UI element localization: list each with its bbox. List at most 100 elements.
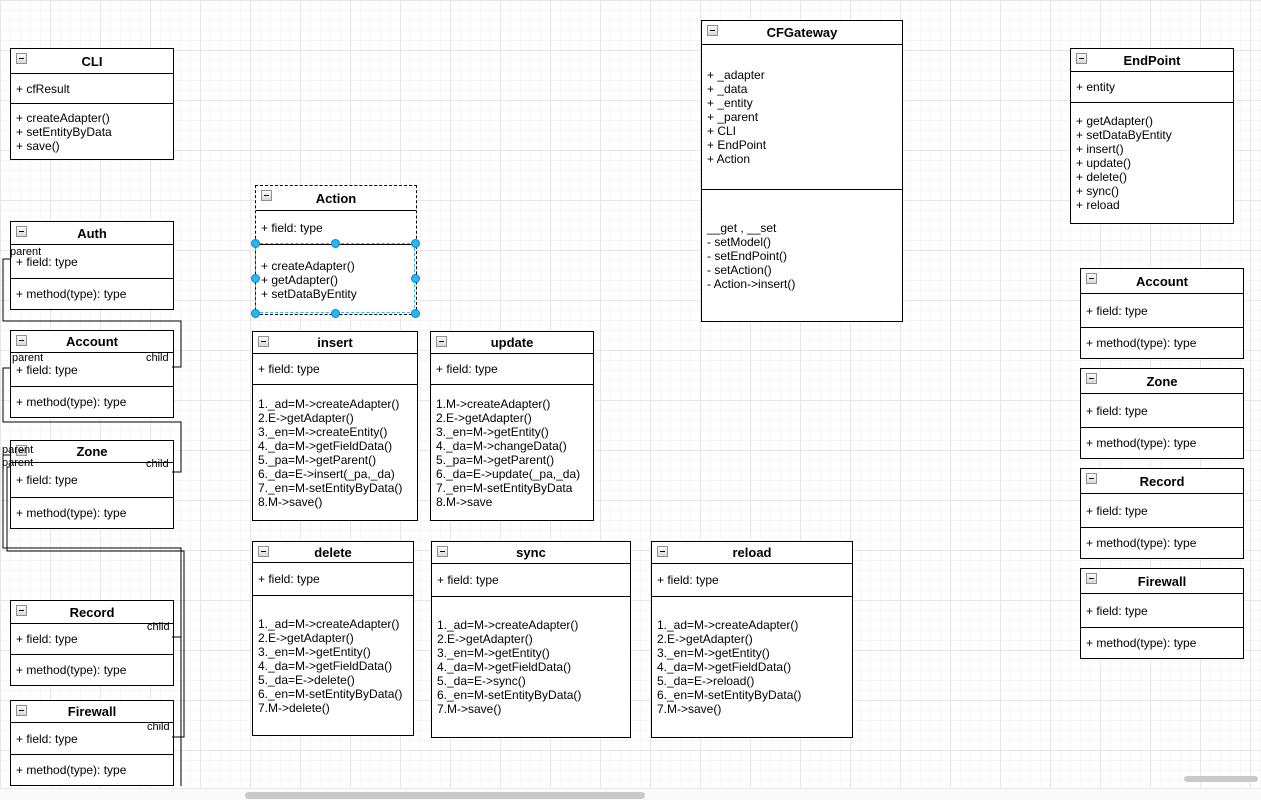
selection-handle[interactable] <box>330 308 340 318</box>
class-box-firewall-right[interactable]: Firewall + field: type + method(type): typ… <box>1080 568 1244 659</box>
class-title: EndPoint <box>1123 52 1181 68</box>
class-box-account-right[interactable]: Account+ field: type+ method(type): type <box>1080 268 1244 359</box>
collapse-minus-icon[interactable] <box>16 335 27 346</box>
class-box-zone-left[interactable]: Zone+ field: type+ method(type): type <box>10 440 174 529</box>
edge-account-parent-to-zone-child[interactable] <box>2 367 182 473</box>
method-line: + method(type): type <box>1086 636 1197 650</box>
method-line: + update() <box>1076 156 1132 170</box>
collapse-minus-icon[interactable] <box>16 705 27 716</box>
class-title-row[interactable]: Record <box>11 601 173 624</box>
collapse-minus-icon[interactable] <box>261 190 272 201</box>
edge-zone-parent-to-record-child[interactable] <box>2 454 182 638</box>
class-title: sync <box>516 545 546 560</box>
edge-auth-parent-to-account-child[interactable] <box>2 258 182 368</box>
class-title-row[interactable]: CLI <box>11 49 173 74</box>
class-title-row[interactable]: Account <box>1081 269 1243 294</box>
method-line: 8.M->save() <box>258 494 323 509</box>
selection-handle[interactable] <box>330 238 340 248</box>
class-title: Zone <box>76 444 108 459</box>
method-line: 7._en=M-setEntityByData() <box>258 480 403 495</box>
class-fields-section: + field: type <box>11 353 173 386</box>
class-title-row[interactable]: Action <box>256 186 416 211</box>
class-title: reload <box>732 545 772 560</box>
collapse-minus-icon[interactable] <box>1086 473 1097 484</box>
class-title: Auth <box>77 225 107 241</box>
method-line: 7.M->save() <box>657 702 722 716</box>
class-box-record-left[interactable]: Record+ field: type+ method(type): type <box>10 600 174 686</box>
collapse-minus-icon[interactable] <box>657 546 668 557</box>
minus-glyph <box>261 551 266 552</box>
collapse-minus-icon[interactable] <box>16 53 27 64</box>
collapse-minus-icon[interactable] <box>436 336 447 347</box>
collapse-minus-icon[interactable] <box>1086 373 1097 384</box>
collapse-minus-icon[interactable] <box>1086 273 1097 284</box>
class-box-zone-right[interactable]: Zone+ field: type+ method(type): type <box>1080 368 1244 459</box>
class-title-row[interactable]: Zone <box>11 441 173 463</box>
collapse-minus-icon[interactable] <box>437 546 448 557</box>
method-line: + insert() <box>1076 142 1124 156</box>
edge-zone-parent-to-firewall-child[interactable] <box>6 466 185 738</box>
selection-handle[interactable] <box>410 238 420 248</box>
class-title-row[interactable]: sync <box>432 542 630 564</box>
class-box-record-right[interactable]: Record+ field: type+ method(type): type <box>1080 468 1244 559</box>
selection-handle[interactable] <box>410 308 420 318</box>
class-title-row[interactable]: update <box>431 332 593 354</box>
class-box-action[interactable]: Action+ field: type+ createAdapter()+ ge… <box>255 185 417 315</box>
class-title-row[interactable]: Zone <box>1081 369 1243 394</box>
method-line: 6._en=M-setEntityByData() <box>657 688 802 702</box>
class-title: Account <box>66 334 118 349</box>
edge-label-parent: parent <box>12 352 44 364</box>
collapse-minus-icon[interactable] <box>16 445 27 456</box>
minus-glyph <box>660 551 665 552</box>
collapse-minus-icon[interactable] <box>258 336 269 347</box>
class-title-row[interactable]: Firewall <box>1081 569 1243 594</box>
class-box-cli[interactable]: CLI+ cfResult+ createAdapter()+ setEntit… <box>10 48 174 160</box>
collapse-minus-icon[interactable] <box>1076 53 1087 64</box>
collapse-minus-icon[interactable] <box>16 605 27 616</box>
class-box-endpoint[interactable]: EndPoint+ entity+ getAdapter()+ setDataB… <box>1070 48 1234 224</box>
selection-handle[interactable] <box>410 273 420 283</box>
class-title-row[interactable]: Account <box>11 331 173 353</box>
class-title-row[interactable]: reload <box>652 542 852 564</box>
class-box-account-left[interactable]: Account+ field: type+ method(type): type <box>10 330 174 418</box>
class-title-row[interactable]: insert <box>253 332 417 354</box>
method-line: 6._en=M-setEntityByData() <box>437 688 582 702</box>
field-line: + field: type <box>1086 503 1148 518</box>
class-title: Zone <box>1146 373 1178 389</box>
class-title-row[interactable]: delete <box>253 542 413 563</box>
collapse-minus-icon[interactable] <box>16 226 27 237</box>
class-fields-section: + field: type <box>1081 494 1243 527</box>
class-title-row[interactable]: Firewall <box>11 701 173 723</box>
method-line: + method(type): type <box>16 506 127 520</box>
class-fields-section: + field: type <box>1081 594 1243 627</box>
class-title: Firewall <box>1137 573 1187 589</box>
collapse-minus-icon[interactable] <box>1086 573 1097 584</box>
collapse-minus-icon[interactable] <box>707 25 718 36</box>
collapse-minus-icon[interactable] <box>258 546 269 557</box>
minus-glyph <box>261 341 266 342</box>
class-title-row[interactable]: CFGateway <box>702 21 902 45</box>
method-line: 2.E->getAdapter() <box>258 410 354 425</box>
minus-glyph <box>19 340 24 341</box>
class-box-auth[interactable]: Auth+ field: type+ method(type): type <box>10 221 174 310</box>
edge-label-parent: parent <box>2 457 34 469</box>
selection-handle[interactable] <box>250 238 260 248</box>
selection-handle[interactable] <box>250 308 260 318</box>
class-title-row[interactable]: Record <box>1081 469 1243 494</box>
field-line: + field: type <box>258 572 320 586</box>
method-line: + getAdapter() <box>1076 114 1154 128</box>
class-box-cfgateway[interactable]: CFGateway+ _adapter+ _data+ _entity+ _pa… <box>701 20 903 322</box>
class-box-firewall-left[interactable]: Firewall+ field: type+ method(type): typ… <box>10 700 174 786</box>
class-title-row[interactable]: Auth <box>11 222 173 245</box>
horizontal-scrollbar-thumb[interactable] <box>245 792 645 799</box>
selection-handle[interactable] <box>250 273 260 283</box>
bottom-right-bar[interactable] <box>1184 776 1258 782</box>
class-title-row[interactable]: EndPoint <box>1071 49 1233 72</box>
method-line: 3._en=M->getEntity() <box>258 644 371 659</box>
